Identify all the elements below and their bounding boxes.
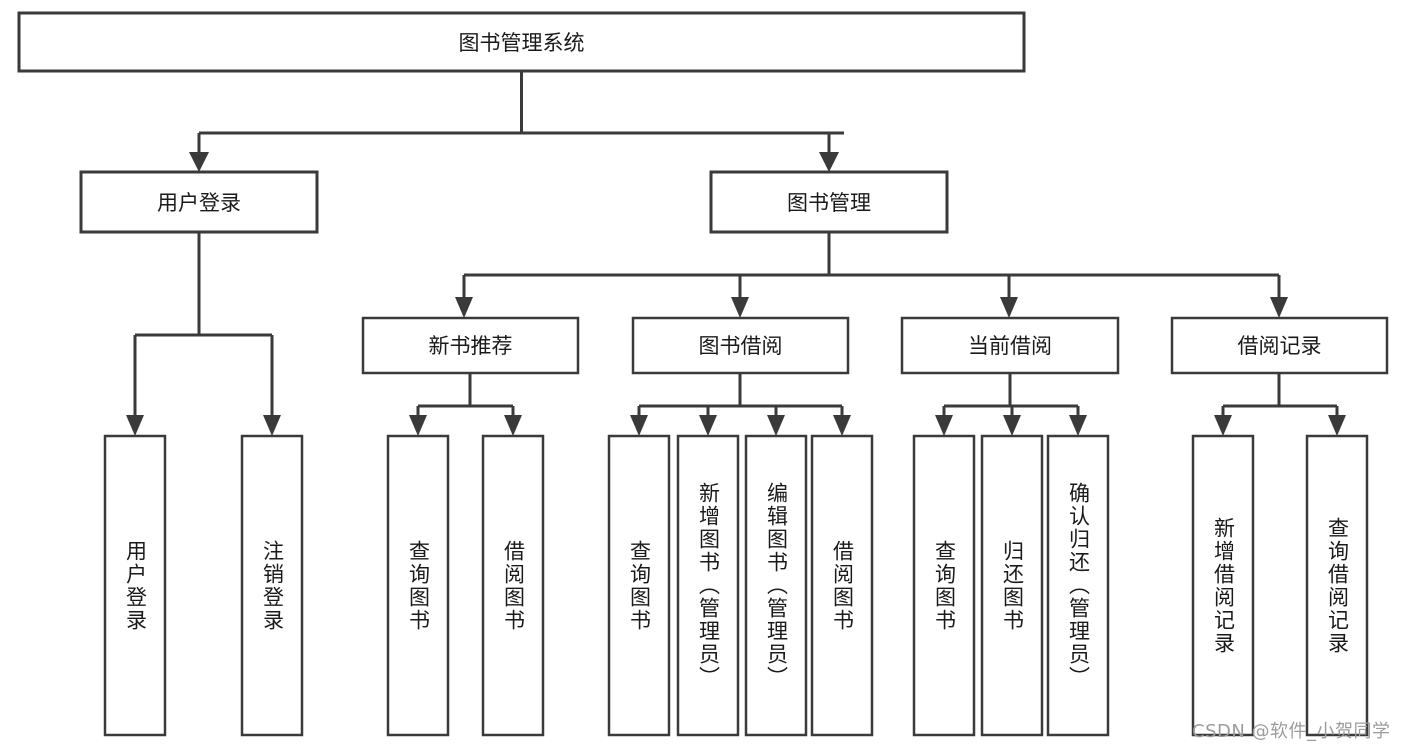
node-book-manage[interactable]: 图书管理 <box>709 170 949 234</box>
node-user-login-box <box>79 170 319 234</box>
leaf-box-query-book-2[interactable] <box>607 434 671 737</box>
node-current-borrow[interactable]: 当前借阅 <box>900 316 1120 375</box>
leaf-box-borrow-book-2[interactable] <box>810 434 874 737</box>
node-book-manage-label: 图书管理 <box>787 191 871 215</box>
arrow-bookmanage-child-1 <box>455 297 473 318</box>
node-root-label: 图书管理系统 <box>459 31 585 55</box>
leaf-box-borrow-book-1[interactable] <box>481 434 545 737</box>
leaf-box-logout[interactable] <box>240 434 304 737</box>
leaf-box-confirm-return[interactable] <box>1046 434 1110 737</box>
leaf-box-return-book[interactable] <box>980 434 1044 737</box>
connector-layer <box>126 71 1346 436</box>
node-current-borrow-box <box>900 316 1120 375</box>
node-new-book-recommend-label: 新书推荐 <box>429 334 513 358</box>
node-borrow-record-box <box>1170 316 1389 375</box>
csdn-watermark: CSDN @软件_小贺同学 <box>1192 721 1391 742</box>
node-borrow-record-label: 借阅记录 <box>1238 334 1322 358</box>
leaf-box-user-login[interactable] <box>103 434 167 737</box>
node-root-box <box>17 11 1026 73</box>
arrow-userlogin-leaf-2 <box>263 415 281 436</box>
node-book-borrow-label: 图书借阅 <box>699 334 783 358</box>
node-book-manage-box <box>709 170 949 234</box>
leaf-box-query-book-1[interactable] <box>386 434 450 737</box>
leaf-box-query-record[interactable] <box>1305 434 1369 737</box>
arrow-bookborrow-leaf-1 <box>630 415 648 436</box>
arrow-currentborrow-leaf-1 <box>935 415 953 436</box>
leaf-box-edit-book[interactable] <box>744 434 808 737</box>
node-borrow-record[interactable]: 借阅记录 <box>1170 316 1389 375</box>
arrow-root-to-user-login <box>189 152 209 172</box>
node-current-borrow-label: 当前借阅 <box>968 334 1052 358</box>
arrow-newbook-leaf-2 <box>504 415 522 436</box>
arrow-userlogin-leaf-1 <box>126 415 144 436</box>
arrow-bookborrow-leaf-3 <box>767 415 785 436</box>
arrow-newbook-leaf-1 <box>409 415 427 436</box>
leaf-box-add-record[interactable] <box>1191 434 1255 737</box>
arrow-borrowrecord-leaf-1 <box>1214 415 1232 436</box>
leaf-box-add-book[interactable] <box>676 434 740 737</box>
leaf-box-layer <box>103 434 1369 737</box>
arrow-bookborrow-leaf-2 <box>699 415 717 436</box>
arrow-borrowrecord-leaf-2 <box>1328 415 1346 436</box>
arrow-bookmanage-child-3 <box>1000 297 1018 318</box>
node-root[interactable]: 图书管理系统 <box>17 11 1026 73</box>
node-new-book-recommend-box <box>361 316 580 375</box>
arrow-bookmanage-child-4 <box>1270 297 1288 318</box>
node-user-login-label: 用户登录 <box>157 191 241 215</box>
node-user-login[interactable]: 用户登录 <box>79 170 319 234</box>
arrow-currentborrow-leaf-3 <box>1069 415 1087 436</box>
arrow-currentborrow-leaf-2 <box>1003 415 1021 436</box>
node-book-borrow[interactable]: 图书借阅 <box>631 316 850 375</box>
leaf-box-query-book-3[interactable] <box>912 434 976 737</box>
arrow-bookborrow-leaf-4 <box>833 415 851 436</box>
node-book-borrow-box <box>631 316 850 375</box>
arrow-bookmanage-child-2 <box>731 297 749 318</box>
arrow-root-to-book-manage <box>819 152 839 172</box>
node-new-book-recommend[interactable]: 新书推荐 <box>361 316 580 375</box>
